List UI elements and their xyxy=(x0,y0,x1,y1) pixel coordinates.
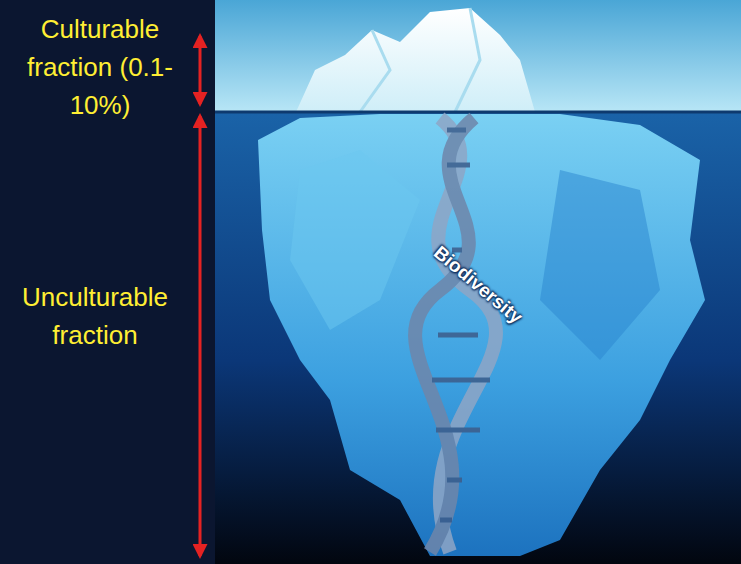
ice-facet xyxy=(540,170,660,360)
range-label: Culturable fraction (0.1-10%) xyxy=(10,10,190,124)
range-arrow xyxy=(199,116,202,556)
waterline xyxy=(215,111,741,114)
ice-facet xyxy=(360,8,480,112)
iceberg-underwater xyxy=(258,114,705,556)
dna-helix xyxy=(415,118,496,552)
range-arrow xyxy=(199,36,202,104)
water xyxy=(215,112,741,564)
range-label-box: Unculturable fraction xyxy=(0,278,190,354)
iceberg-tip xyxy=(296,8,535,112)
range-label-box: Culturable fraction (0.1-10%) xyxy=(10,10,190,124)
sky xyxy=(215,0,741,112)
ice-facet xyxy=(290,150,420,330)
range-label: Unculturable fraction xyxy=(0,278,190,354)
